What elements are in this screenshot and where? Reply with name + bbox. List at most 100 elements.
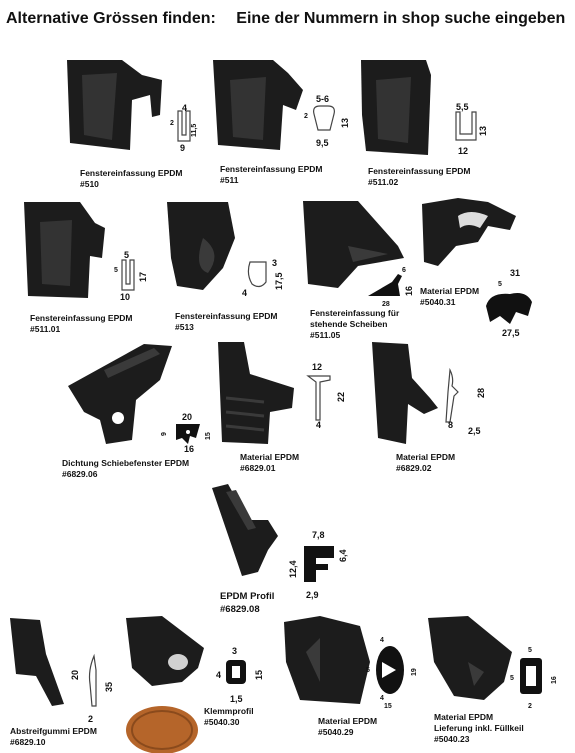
dim-label: 5 — [114, 267, 118, 274]
caption-6829-02: Material EPDM #6829.02 — [396, 452, 455, 474]
caption-line: Fenstereinfassung EPDM — [30, 313, 133, 323]
dim-label: 4 — [380, 695, 384, 702]
product-photo-6829-06 — [68, 344, 172, 444]
product-photo-5040-30 — [126, 616, 204, 686]
caption-line: #511.05 — [310, 330, 341, 340]
caption-line: #6829.02 — [396, 463, 432, 473]
dim-label: 1,5 — [230, 694, 243, 704]
dim-label: 17,5 — [274, 272, 284, 290]
coin-icon — [126, 706, 198, 753]
dim-label: 9,5 — [316, 138, 329, 148]
diagram-511-05: 6 16 28 — [368, 267, 414, 308]
product-photo-5040-29 — [284, 616, 370, 704]
caption-6829-06: Dichtung Schiebefenster EPDM #6829.06 — [62, 458, 189, 480]
diagram-511-02: 5,5 13 12 — [455, 102, 488, 156]
diagram-5040-23: 5 5 16 2 — [510, 647, 558, 710]
caption-line: #513 — [175, 322, 194, 332]
dim-label: 12 — [458, 146, 468, 156]
dim-label: 2,9 — [306, 590, 319, 600]
dim-label: 19 — [411, 668, 418, 676]
product-photo-5040-23 — [428, 616, 512, 700]
diagram-6829-06: 20 9 15 16 — [161, 412, 212, 454]
dim-label: 5-6 — [316, 94, 329, 104]
dim-label: 31 — [510, 268, 520, 278]
product-photo-6829-10 — [10, 618, 64, 706]
caption-511-05: Fenstereinfassung für stehende Scheiben … — [310, 308, 399, 341]
diagram-513: 3 17,5 4 — [242, 258, 284, 298]
caption-line: #510 — [80, 179, 99, 189]
dim-label: 15 — [205, 432, 212, 440]
caption-511: Fenstereinfassung EPDM #511 — [220, 164, 323, 186]
caption-6829-08: EPDM Profil #6829.08 — [220, 590, 274, 616]
diagram-6829-10: 20 35 2 — [70, 653, 114, 724]
dim-label: 16 — [551, 676, 558, 684]
caption-6829-10: Abstreifgummi EPDM #6829.10 — [10, 726, 97, 748]
dim-label: 13 — [478, 126, 488, 136]
caption-line: EPDM Profil — [220, 591, 275, 602]
diagram-511: 5-6 2 13 9,5 — [304, 94, 350, 148]
product-photo-511-02 — [361, 60, 431, 155]
dim-label: 27,5 — [502, 328, 520, 338]
dim-label: 5,5 — [456, 102, 469, 112]
product-photo-6829-01 — [218, 342, 294, 444]
caption-line: #5040.29 — [318, 727, 354, 737]
dim-label: 17 — [138, 272, 148, 282]
dim-label: 9 — [180, 143, 185, 153]
dim-label: 12 — [312, 362, 322, 372]
dim-label: 20 — [70, 670, 80, 680]
caption-5040-30: Klemmprofil #5040.30 — [204, 706, 254, 728]
product-photo-511-05 — [303, 201, 404, 288]
dim-label: 5 — [124, 250, 129, 260]
caption-line: Material EPDM — [434, 712, 494, 722]
dim-label: 10 — [120, 292, 130, 302]
dim-label: 20 — [182, 412, 192, 422]
product-photo-513 — [167, 202, 235, 290]
caption-line: Fenstereinfassung EPDM — [175, 311, 278, 321]
caption-5040-29: Material EPDM #5040.29 — [318, 716, 377, 738]
dim-label: 2 — [88, 714, 93, 724]
dim-label: 15 — [384, 703, 392, 710]
dim-label: 2 — [304, 113, 308, 120]
caption-line: Fenstereinfassung EPDM — [220, 164, 323, 174]
dim-label: 6,4 — [338, 549, 348, 562]
caption-line: Material EPDM — [396, 452, 456, 462]
dim-label: 5 — [528, 647, 532, 654]
caption-line: #5040.23 — [434, 734, 470, 744]
dim-label: 35 — [104, 682, 114, 692]
dim-label: 5 — [498, 281, 502, 288]
dim-label: 4 — [216, 670, 221, 680]
dim-label: 28 — [382, 301, 390, 308]
diagram-5040-31: 31 5 27,5 — [486, 268, 532, 338]
diagram-6829-01: 12 22 4 — [306, 362, 346, 430]
dim-label: 22 — [336, 392, 346, 402]
caption-511-01: Fenstereinfassung EPDM #511.01 — [30, 313, 133, 335]
header-right: Eine der Nummern in shop suche eingeben — [236, 10, 566, 27]
caption-5040-23: Material EPDM Lieferung inkl. Füllkeil #… — [434, 712, 524, 745]
dim-label: 15 — [254, 670, 264, 680]
caption-line: #6829.08 — [220, 604, 260, 615]
diagram-5040-29: 4 5 19 4 15 — [366, 637, 418, 710]
product-photo-511 — [213, 60, 303, 150]
caption-line: Klemmprofil — [204, 706, 254, 716]
product-photo-510 — [67, 60, 162, 150]
caption-5040-31: Material EPDM #5040.31 — [420, 286, 479, 308]
dim-label: 9 — [161, 432, 168, 436]
dim-label: 2 — [528, 703, 532, 710]
dim-label: 16 — [184, 444, 194, 454]
diagram-510: 4 2 11,5 9 — [170, 103, 198, 153]
dim-label: 12,4 — [288, 560, 298, 578]
caption-line: Fenstereinfassung für — [310, 308, 400, 318]
dim-label: 4 — [380, 637, 384, 644]
page-header: Alternative Grössen finden: Eine der Num… — [6, 10, 565, 28]
caption-line: Fenstereinfassung EPDM — [368, 166, 471, 176]
caption-line: #6829.10 — [10, 737, 46, 747]
caption-line: Lieferung inkl. Füllkeil — [434, 723, 524, 733]
dim-label: 28 — [476, 388, 486, 398]
dim-label: 6 — [402, 267, 406, 274]
product-photo-511-01 — [24, 202, 105, 298]
dim-label: 3 — [232, 646, 237, 656]
dim-label: 4 — [242, 288, 247, 298]
dim-label: 2 — [170, 120, 174, 127]
product-photo-6829-08 — [212, 484, 278, 576]
caption-line: Fenstereinfassung EPDM — [80, 168, 183, 178]
